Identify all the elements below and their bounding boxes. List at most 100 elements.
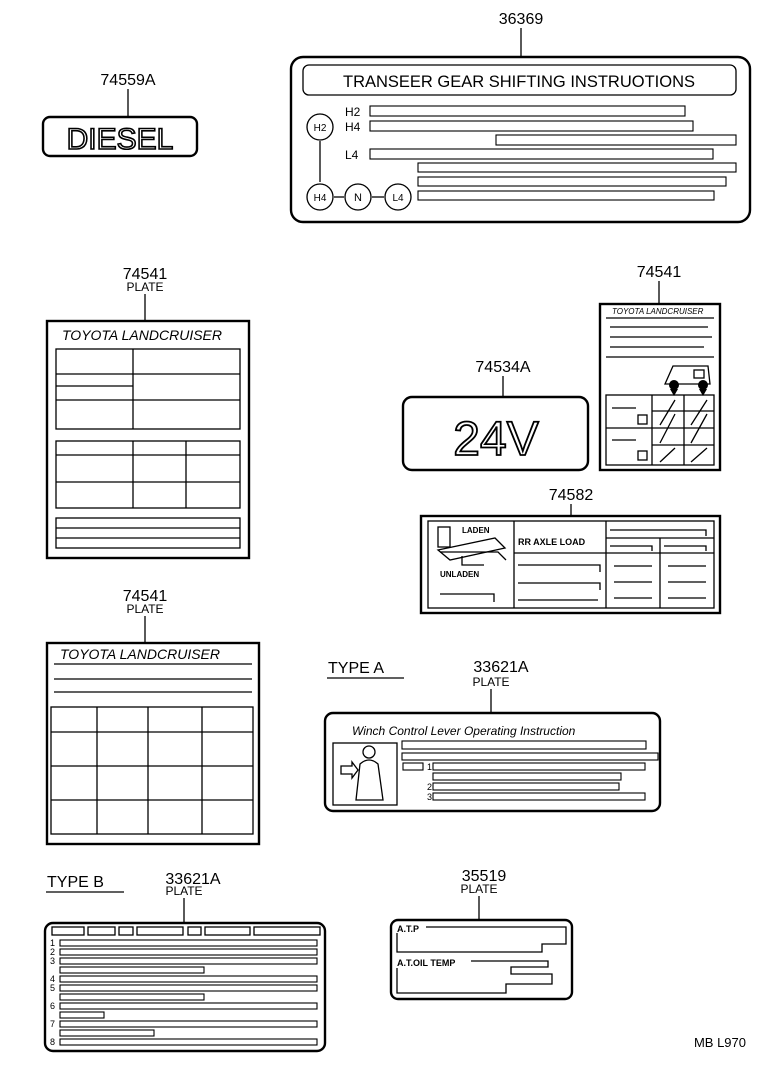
instruction-bar [495,134,737,146]
leader-line [461,556,484,566]
body [355,759,384,801]
voltage-text: 24V [453,413,538,466]
part-number-35519: 35519 [462,868,507,885]
arrow-down [699,389,707,396]
rr-axle-label: RR AXLE LOAD [518,537,586,547]
spring-mount [437,526,451,548]
voltage-badge-frame [401,395,590,472]
label-36369: 36369 TRANSEER GEAR SHIFTING INSTRUOTION… [289,11,752,224]
label-33621A-type-b: TYPE B 33621A PLATE 1 2 3 4 5 6 7 8 [43,871,327,1053]
label-35519: 35519 PLATE A.T.P A.T.OIL TEMP [389,868,574,1001]
plate-grid [50,706,254,835]
entry-line [518,564,601,572]
knob-l4-label: L4 [392,193,404,204]
header-cell [187,926,202,936]
small-plate-grid [605,394,715,466]
type-b-label-frame [43,921,327,1053]
step-number: 7 [50,1019,55,1029]
knob-l4 [384,183,412,211]
winch-operator-icon [340,745,384,801]
instruction-bar [417,176,727,187]
instruction-bar [59,1020,318,1028]
knob-n [344,183,372,211]
header-cell [204,926,251,936]
atp-label: A.T.P [397,924,419,934]
part-number-33621A: 33621A [165,871,220,888]
plate-tag: PLATE [126,602,163,616]
landcruiser-heading: TOYOTA LANDCRUISER [62,327,222,343]
knob-h4-label: H4 [314,193,327,204]
step-number: 3 [50,956,55,966]
truck-wheel [669,380,679,390]
transfer-title-box [302,64,737,96]
instruction-bar [432,792,646,801]
truck-window [693,369,705,379]
instruction-bar [369,105,686,117]
step-number: 6 [50,1001,55,1011]
transfer-title: TRANSEER GEAR SHIFTING INSTRUOTIONS [343,73,695,91]
instruction-bar [432,772,622,781]
landcruiser-heading: TOYOTA LANDCRUISER [60,646,220,662]
part-number-74582: 74582 [549,487,594,504]
instruction-bar [59,993,205,1001]
h4-label: H4 [345,120,361,134]
landcruiser-plate-frame [45,319,251,560]
knob-h2-label: H2 [314,123,327,134]
part-number-74559A: 74559A [100,72,155,89]
instruction-bar [59,1029,155,1037]
type-b-label: TYPE B [47,874,104,891]
landcruiser-plate-frame [45,641,261,846]
instruction-bar [417,162,737,173]
instruction-bar [369,148,714,160]
truck-wheel [698,380,708,390]
part-number-33621A: 33621A [473,659,528,676]
winch-title: Winch Control Lever Operating Instructio… [352,724,576,738]
entry-line [614,565,652,599]
entry-line [668,565,706,599]
arrow-icon [340,760,359,780]
knob-h4 [306,183,334,211]
instruction-bar [59,939,318,947]
winch-label-frame [323,711,662,813]
instruction-bar [59,966,205,974]
instruction-bar [59,1011,105,1019]
instruction-bar [59,957,318,965]
entry-line [664,545,707,551]
header-cell [136,926,184,936]
entry-line [610,529,707,536]
part-number-74541: 74541 [123,266,168,283]
label-74541-plate-lower: 74541 PLATE TOYOTA LANDCRUISER [45,588,261,846]
instruction-bar [59,984,318,992]
instruction-bar [59,1038,318,1046]
head [362,745,376,759]
step-number: 3 [427,792,432,802]
instruction-bar [59,1002,318,1010]
part-number-74541: 74541 [637,264,682,281]
step-number: 2 [50,947,55,957]
at-plate-frame [389,918,574,1001]
label-74541-plate-upper: 74541 PLATE TOYOTA LANDCRUISER [45,266,251,560]
suspension-diagram [436,526,507,566]
unladen-label: UNLADEN [440,570,479,579]
label-74582: 74582 RR AXLE LOAD LADEN UNLADEN [419,487,722,615]
step-number: 4 [50,974,55,984]
label-74534A: 74534A 24V [401,359,590,472]
header-cell [118,926,134,936]
laden-arm [436,537,507,561]
h2-label: H2 [345,105,361,119]
plate-tag: PLATE [460,882,497,896]
plate-grid [55,517,241,549]
atp-field [396,926,567,953]
lock-icon [637,414,648,425]
instruction-bar [432,782,620,791]
small-plate-frame [598,302,722,472]
header-cell [51,926,85,936]
part-number-36369: 36369 [499,11,544,28]
label-33621A-type-a: TYPE A 33621A PLATE Winch Control Lever … [323,659,662,813]
instruction-bar [369,120,694,132]
instruction-bar [59,975,318,983]
plate-grid [55,348,241,430]
step-number: 2 [427,782,432,792]
entry-line [518,582,601,590]
unladen-arm [440,551,507,561]
